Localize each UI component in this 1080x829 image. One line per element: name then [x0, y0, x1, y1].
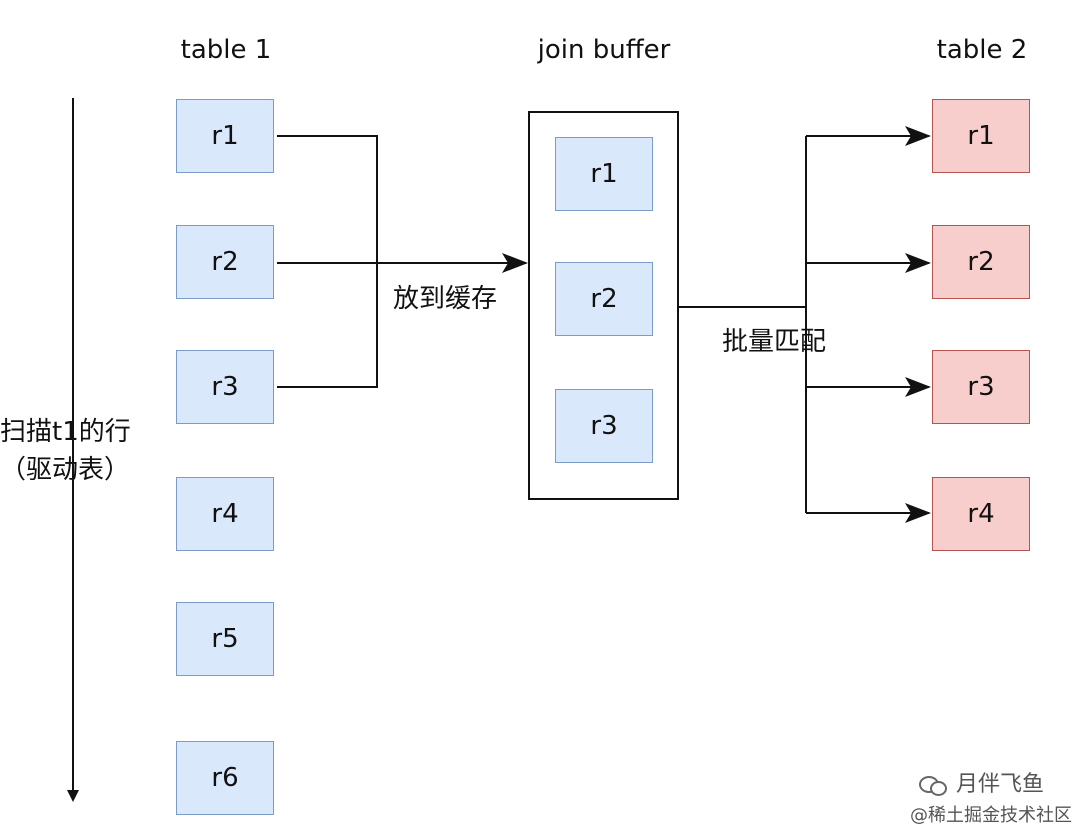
buffer-row-r3: r3: [555, 389, 653, 463]
table1-row-r6: r6: [176, 741, 274, 815]
table2-row-r1: r1: [932, 99, 1030, 173]
watermark-account: 月伴飞鱼: [918, 766, 1044, 798]
table1-row-r4: r4: [176, 477, 274, 551]
table1-header: table 1: [180, 35, 272, 65]
edge-label-to-buffer: 放到缓存: [393, 284, 498, 314]
buffer-header: join buffer: [537, 35, 671, 65]
scan-label-line1: 扫描t1的行: [0, 417, 131, 447]
edge-t1-r1: [277, 135, 378, 263]
edge-t1-r3: [277, 263, 378, 388]
buffer-row-r2: r2: [555, 262, 653, 336]
table2-row-r4: r4: [932, 477, 1030, 551]
scan-label: 扫描t1的行 （驱动表）: [0, 414, 150, 489]
buffer-row-r1: r1: [555, 137, 653, 211]
watermark-source: @稀土掘金技术社区: [910, 805, 1072, 826]
table2-header: table 2: [936, 35, 1028, 65]
table1-row-r2: r2: [176, 225, 274, 299]
edge-label-batch-match: 批量匹配: [722, 327, 827, 357]
table2-row-r2: r2: [932, 225, 1030, 299]
watermark-account-name: 月伴飞鱼: [955, 772, 1044, 797]
scan-label-line2: （驱动表）: [0, 454, 131, 485]
table1-row-r1: r1: [176, 99, 274, 173]
wechat-icon: [918, 774, 949, 796]
table1-row-r3: r3: [176, 350, 274, 424]
table2-row-r3: r3: [932, 350, 1030, 424]
table1-row-r5: r5: [176, 602, 274, 676]
